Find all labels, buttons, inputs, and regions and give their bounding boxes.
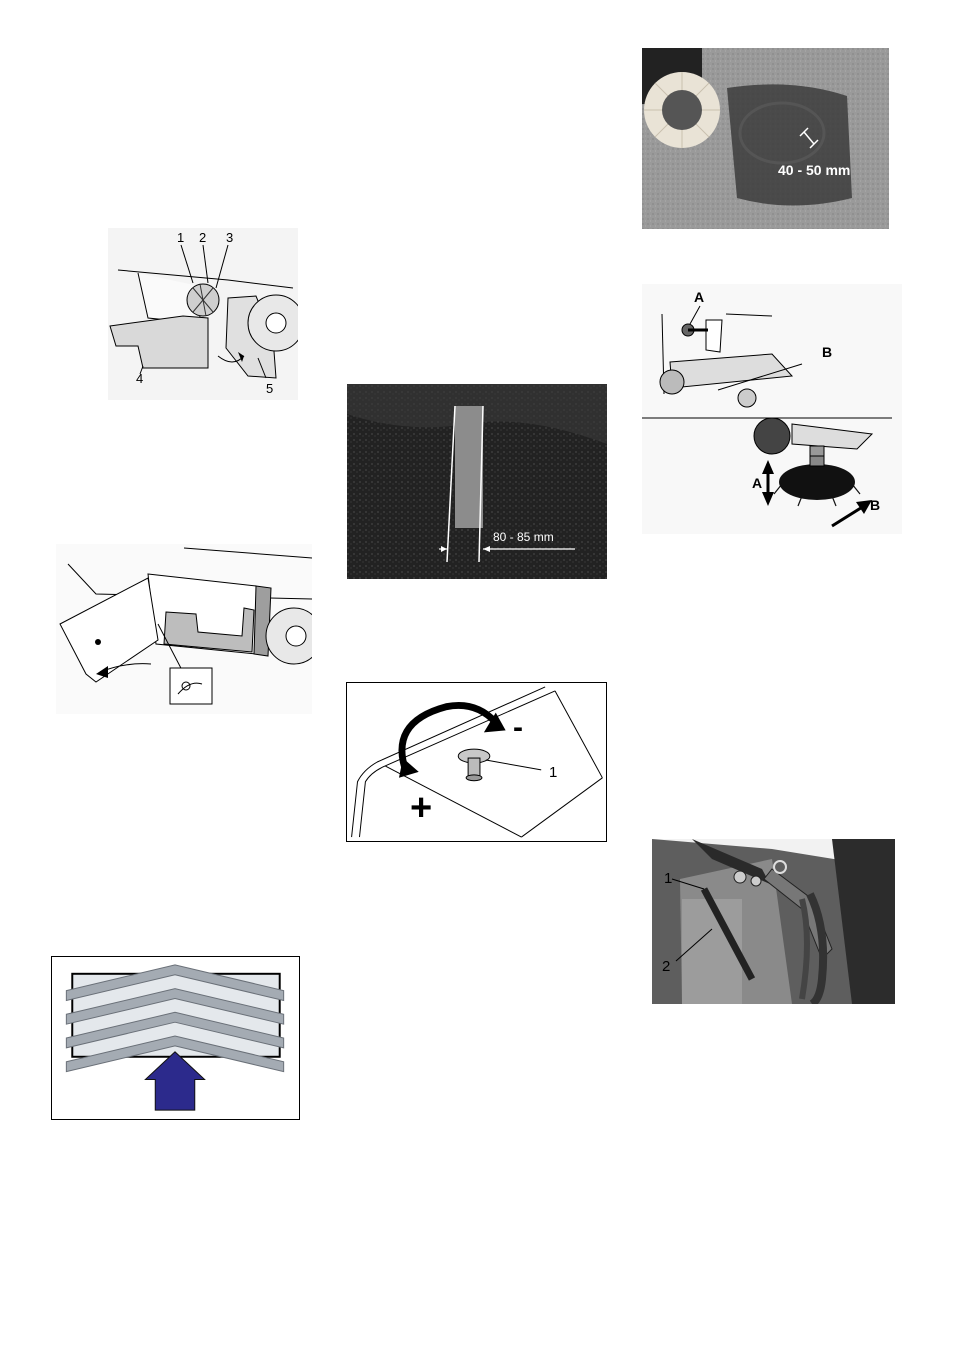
figure-side-flap (56, 544, 312, 714)
side-brush-adjust-drawing (642, 284, 902, 534)
figure-brush-cover: 1 2 3 4 5 (108, 228, 298, 400)
roller-brush-chevron-drawing (52, 957, 299, 1119)
callout-5: 5 (266, 382, 273, 395)
side-flap-drawing (56, 544, 312, 714)
callout-a: A (694, 290, 704, 304)
lever-photo (652, 839, 895, 1004)
side-track-width-label: 40 - 50 mm (778, 163, 850, 177)
callout-1: 1 (177, 231, 184, 244)
figure-main-brush-track: 80 - 85 mm (347, 384, 607, 579)
side-brush-track-photo (642, 48, 889, 229)
figure-side-brush-adjust: A B A B (642, 284, 902, 534)
callout-b: B (822, 345, 832, 359)
figure-roller-brush-chevron (51, 956, 300, 1120)
figure-lever: 1 2 (652, 839, 895, 1004)
callout-1: 1 (664, 871, 672, 886)
figure-side-brush-track: 40 - 50 mm (642, 48, 889, 229)
arrow-label-a: A (752, 476, 762, 490)
callout-3: 3 (226, 231, 233, 244)
callout-4: 4 (136, 372, 143, 385)
track-width-label: 80 - 85 mm (493, 531, 554, 543)
minus-sign: - (513, 713, 523, 743)
figure-adjust-knob: - + 1 (346, 682, 607, 842)
main-brush-track-photo (347, 384, 607, 579)
callout-2: 2 (199, 231, 206, 244)
adjust-knob-drawing (347, 683, 606, 841)
callout-1: 1 (549, 765, 557, 780)
plus-sign: + (410, 789, 432, 827)
arrow-label-b: B (870, 498, 880, 512)
callout-2: 2 (662, 959, 670, 974)
